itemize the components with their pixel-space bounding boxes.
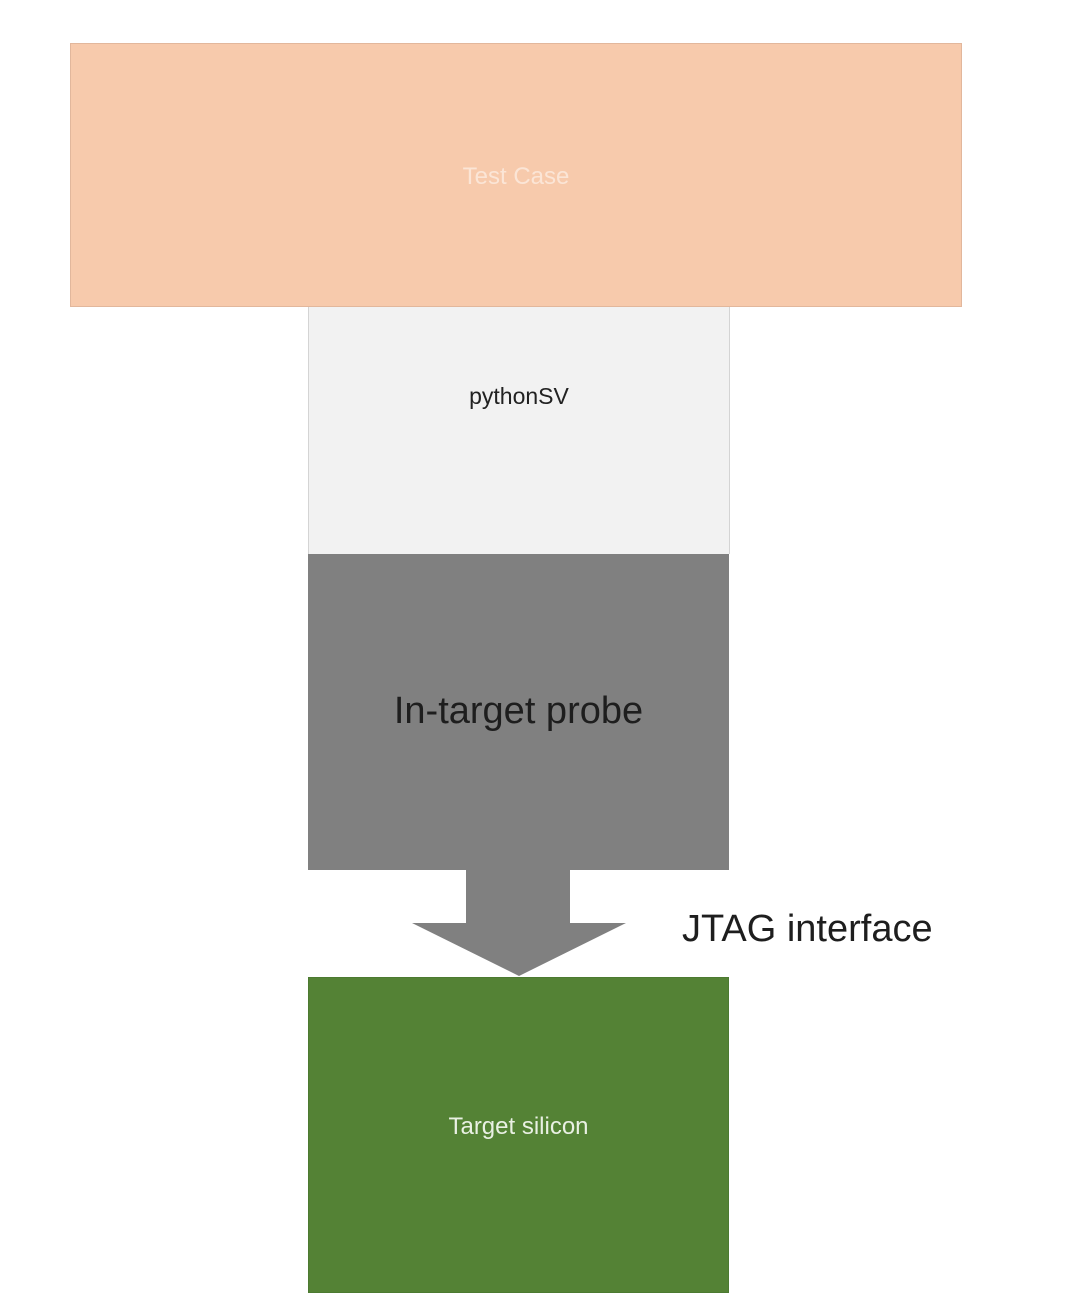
in-target-probe-label: In-target probe	[393, 690, 644, 732]
down-arrow-shape	[412, 868, 626, 976]
target-silicon-block: Target silicon	[308, 977, 729, 1293]
test-case-block: Test Case	[70, 43, 962, 307]
target-silicon-label: Target silicon	[448, 1113, 589, 1140]
pythonsv-label: pythonSV	[469, 383, 569, 409]
test-case-label: Test Case	[462, 163, 570, 190]
down-arrow-icon	[412, 868, 626, 976]
pythonsv-block: pythonSV	[308, 307, 730, 554]
in-target-probe-block: In-target probe	[308, 554, 729, 870]
jtag-interface-label: JTAG interface	[682, 908, 933, 950]
